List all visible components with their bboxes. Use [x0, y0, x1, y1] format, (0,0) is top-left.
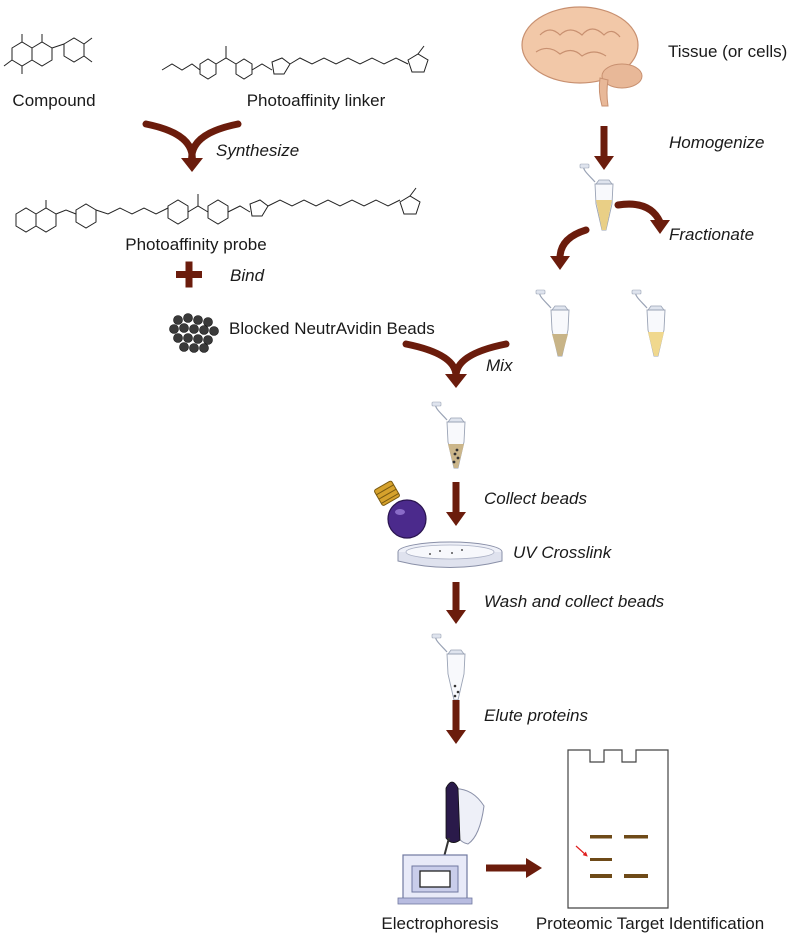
label-photoaffinity-probe: Photoaffinity probe — [125, 235, 267, 254]
label-fractionate: Fractionate — [669, 225, 755, 244]
microtube-icon — [579, 163, 614, 231]
microtube-icon — [431, 401, 466, 469]
compound-structure — [3, 34, 93, 74]
label-mix: Mix — [486, 356, 513, 375]
label-tissue: Tissue (or cells) — [668, 42, 788, 61]
label-beads: Blocked NeutrAvidin Beads — [229, 319, 435, 338]
label-wash-collect: Wash and collect beads — [484, 592, 665, 611]
electrophoresis-icon — [397, 781, 485, 905]
label-photoaffinity-linker: Photoaffinity linker — [246, 91, 386, 110]
label-electrophoresis: Electrophoresis — [381, 914, 499, 933]
microtube-icon — [631, 289, 666, 357]
brain-icon — [521, 6, 643, 107]
label-homogenize: Homogenize — [669, 133, 765, 152]
label-bind: Bind — [230, 266, 265, 285]
label-compound: Compound — [12, 91, 96, 110]
microtube-icon — [535, 289, 570, 357]
label-proteomic-target: Proteomic Target Identification — [535, 914, 765, 933]
label-synthesize: Synthesize — [216, 141, 300, 160]
label-collect-beads: Collect beads — [484, 489, 588, 508]
probe-structure — [15, 187, 421, 233]
uv-lamp-icon — [374, 480, 427, 539]
label-elute: Elute proteins — [484, 706, 588, 725]
microtube-icon — [431, 633, 466, 701]
gel-icon — [567, 749, 669, 909]
petri-dish-icon — [397, 541, 503, 568]
beads-icon — [169, 313, 219, 353]
linker-structure — [161, 45, 429, 80]
label-uv-crosslink: UV Crosslink — [513, 543, 612, 562]
